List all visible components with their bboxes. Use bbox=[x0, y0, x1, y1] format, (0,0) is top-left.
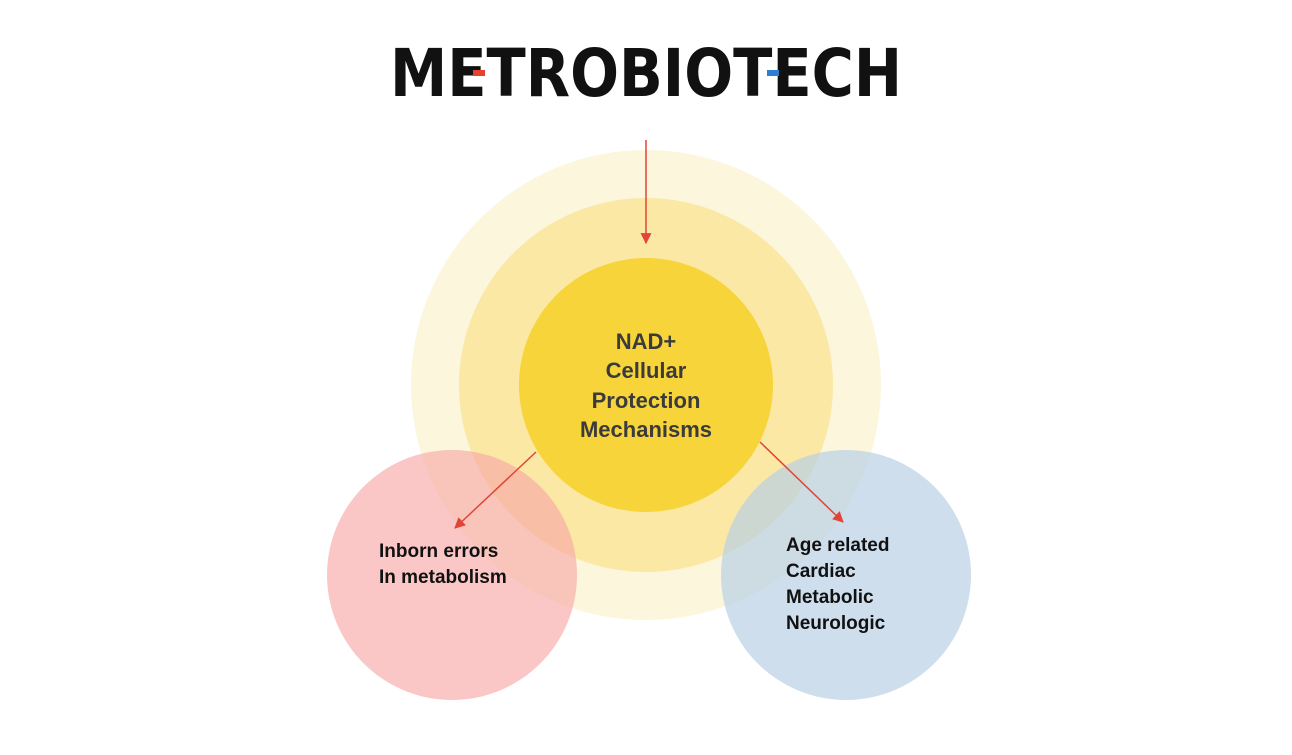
right-circle bbox=[721, 450, 971, 700]
left-line-1: Inborn errors bbox=[379, 541, 498, 562]
left-circle bbox=[327, 450, 577, 700]
right-label: Age related Cardiac Metabolic Neurologic bbox=[786, 535, 889, 634]
right-line-2: Cardiac bbox=[786, 561, 856, 582]
core-circle bbox=[519, 258, 773, 512]
center-line-3: Protection bbox=[592, 388, 701, 413]
center-line-1: NAD+ bbox=[616, 329, 677, 354]
left-label: Inborn errors In metabolism bbox=[379, 541, 507, 588]
right-line-3: Metabolic bbox=[786, 587, 874, 608]
arrow-right bbox=[759, 441, 844, 523]
logo-wordmark: METROBIOTECH bbox=[390, 35, 902, 112]
center-line-4: Mechanisms bbox=[580, 417, 712, 442]
center-line-2: Cellular bbox=[606, 358, 687, 383]
right-line-4: Neurologic bbox=[786, 613, 886, 634]
logo-red-accent bbox=[473, 70, 485, 76]
logo-blue-accent bbox=[767, 70, 779, 76]
center-label: NAD+ Cellular Protection Mechanisms bbox=[580, 329, 712, 442]
arrow-left bbox=[454, 451, 537, 529]
metrobiotech-logo: METROBIOTECH bbox=[390, 35, 902, 112]
left-line-2: In metabolism bbox=[379, 567, 507, 588]
right-line-1: Age related bbox=[786, 535, 889, 556]
